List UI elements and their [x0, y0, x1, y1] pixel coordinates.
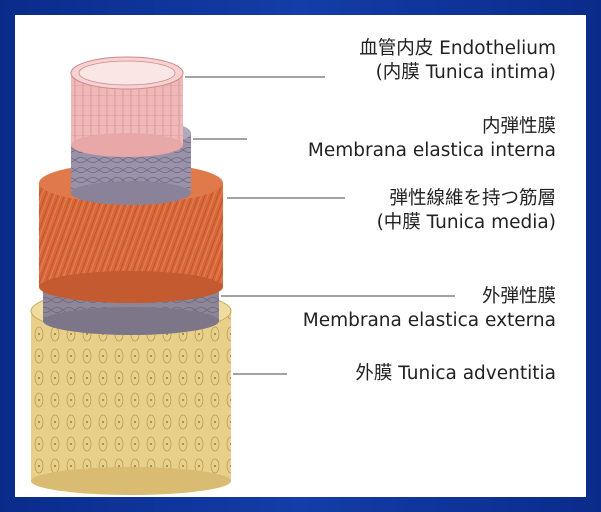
label-endothelium-line1: 血管内皮 Endothelium — [359, 37, 556, 61]
label-adventitia-line1: 外膜 Tunica adventitia — [355, 362, 556, 386]
blood-vessel-layers-illustration — [15, 15, 586, 497]
diagram-panel: 血管内皮 Endothelium (内膜 Tunica intima) 内弾性膜… — [15, 15, 586, 497]
label-elastica-externa-line1: 外弾性膜 — [303, 285, 556, 309]
label-media-line2: (中膜 Tunica media) — [377, 211, 556, 235]
label-media: 弾性線維を持つ筋層 (中膜 Tunica media) — [377, 187, 556, 235]
label-elastica-interna-line2: Membrana elastica interna — [308, 139, 556, 163]
endothelium-layer — [71, 57, 183, 157]
label-endothelium-line2: (内膜 Tunica intima) — [359, 61, 556, 85]
label-elastica-externa-line2: Membrana elastica externa — [303, 309, 556, 333]
label-elastica-interna: 内弾性膜 Membrana elastica interna — [308, 115, 556, 163]
label-media-line1: 弾性線維を持つ筋層 — [377, 187, 556, 211]
label-endothelium: 血管内皮 Endothelium (内膜 Tunica intima) — [359, 37, 556, 85]
label-elastica-externa: 外弾性膜 Membrana elastica externa — [303, 285, 556, 333]
label-adventitia: 外膜 Tunica adventitia — [355, 362, 556, 386]
label-elastica-interna-line1: 内弾性膜 — [308, 115, 556, 139]
